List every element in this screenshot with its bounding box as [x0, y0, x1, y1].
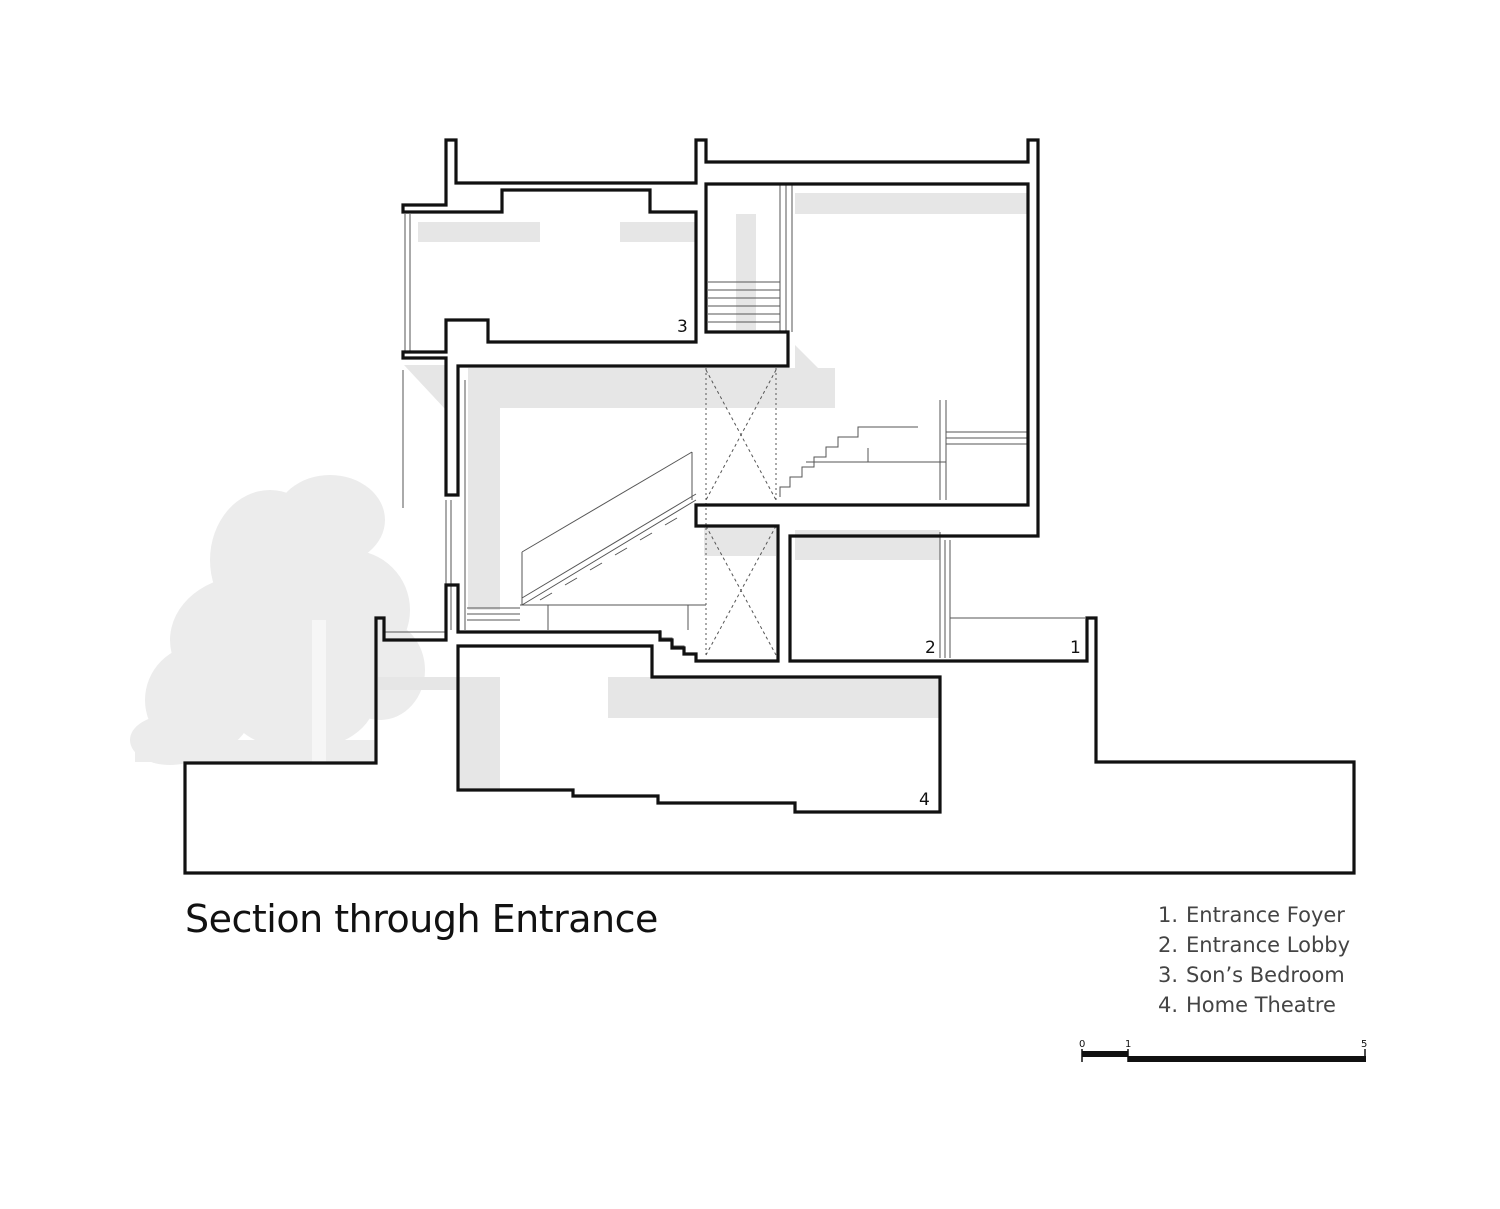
legend-number: 3.	[1158, 963, 1179, 987]
legend-item: 1. Entrance Foyer	[1158, 900, 1350, 930]
legend-number: 4.	[1158, 993, 1179, 1017]
legend-item: 4. Home Theatre	[1158, 990, 1350, 1020]
room-label-4: 4	[919, 790, 930, 810]
legend-item: 3. Son’s Bedroom	[1158, 960, 1350, 990]
room-label-2: 2	[925, 638, 936, 658]
legend-number: 1.	[1158, 903, 1179, 927]
legend-item: 2. Entrance Lobby	[1158, 930, 1350, 960]
legend-label: Home Theatre	[1186, 993, 1336, 1017]
home-theatre-outline	[456, 644, 942, 814]
shadow-areas	[378, 193, 1028, 790]
room-legend: 1. Entrance Foyer 2. Entrance Lobby 3. Son’…	[1158, 900, 1350, 1020]
drawing-title: Section through Entrance	[185, 897, 658, 941]
legend-label: Son’s Bedroom	[1186, 963, 1345, 987]
legend-label: Entrance Lobby	[1186, 933, 1351, 957]
scale-tick-0: 0	[1079, 1039, 1085, 1050]
scale-tick-1: 1	[1125, 1039, 1131, 1050]
scale-tick-5: 5	[1361, 1039, 1367, 1050]
legend-label: Entrance Foyer	[1186, 903, 1345, 927]
legend-number: 2.	[1158, 933, 1179, 957]
section-cut-walls	[183, 138, 1356, 875]
tree-silhouette	[130, 475, 425, 765]
room-label-1: 1	[1070, 638, 1081, 658]
foundation-outline	[183, 138, 1356, 875]
room-label-3: 3	[677, 317, 688, 337]
scale-bar: 0 1 5	[1079, 1039, 1367, 1062]
